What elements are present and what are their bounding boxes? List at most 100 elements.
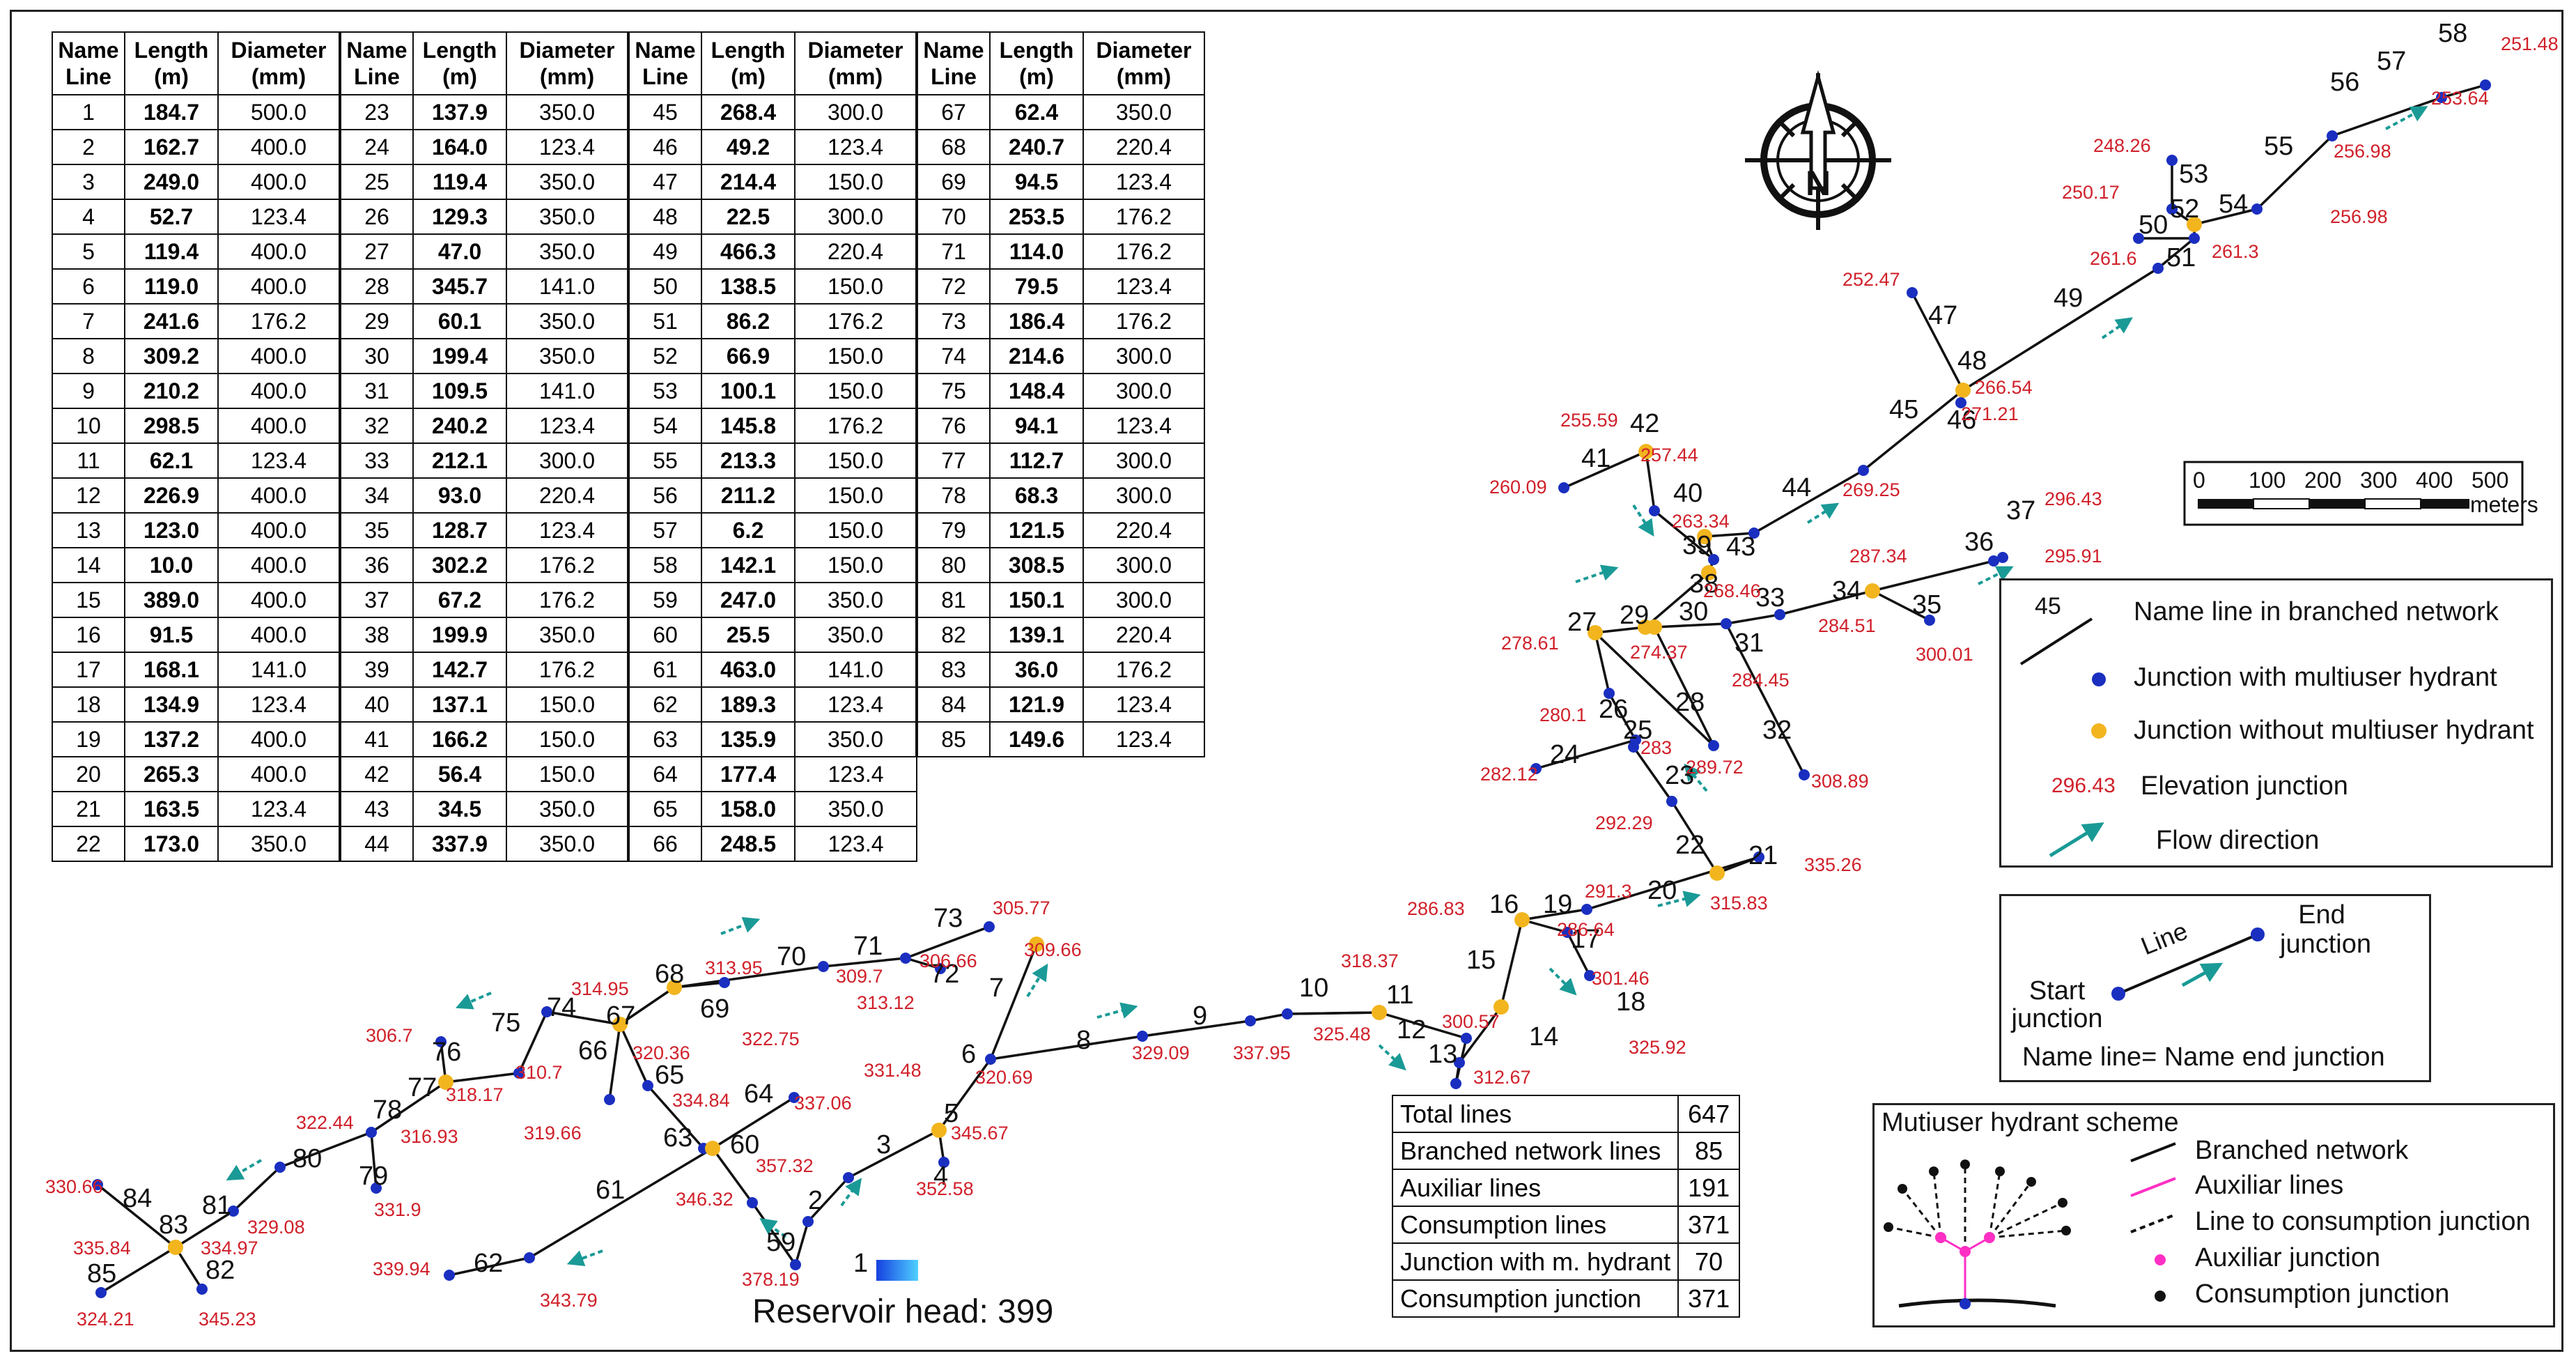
line-label: 33	[1755, 583, 1785, 613]
table-cell: 46	[627, 129, 702, 165]
elevation-label: 331.9	[374, 1199, 421, 1220]
flow-arrow	[1657, 891, 1701, 907]
reservoir-head-label: Reservoir head: 399	[752, 1293, 1054, 1330]
table-header-length: Length(m)	[989, 31, 1084, 95]
table-cell: 19	[52, 721, 125, 757]
line-label: 83	[159, 1210, 188, 1240]
table-cell: 213.3	[701, 442, 796, 479]
line-label: 6	[961, 1040, 976, 1069]
table-cell: 176.2	[1083, 652, 1205, 688]
table-cell: 67.2	[412, 582, 507, 618]
pipe-segment	[1653, 626, 1715, 746]
table-cell: 400.0	[217, 512, 341, 548]
table-cell: 21	[52, 791, 125, 827]
table-cell: 350.0	[506, 791, 629, 827]
table-cell: 100.1	[701, 373, 796, 409]
line-label: 34	[1832, 576, 1861, 606]
junction-with-hydrant	[371, 1183, 382, 1194]
table-cell: 55	[627, 442, 702, 479]
table-cell: 350.0	[506, 199, 629, 235]
elevation-label: 280.1	[1539, 704, 1587, 725]
table-cell: 350.0	[506, 233, 629, 270]
elevation-label: 357.32	[756, 1155, 814, 1176]
table-cell: 56	[627, 477, 702, 514]
elevation-label: 278.61	[1501, 633, 1559, 654]
table-cell: 163.5	[124, 791, 219, 827]
table-cell: 9	[52, 373, 125, 409]
table-cell: 141.0	[217, 652, 341, 688]
flow-arrow	[2385, 106, 2428, 130]
junction-with-hydrant	[984, 921, 995, 932]
pipe-segment	[1594, 632, 1611, 694]
elevation-label: 322.44	[296, 1112, 354, 1133]
table-cell: 123.4	[1083, 164, 1205, 200]
table-cell: 66.9	[701, 338, 796, 374]
elevation-label: 250.17	[2062, 182, 2120, 203]
line-label: 55	[2264, 132, 2293, 161]
flow-arrow	[566, 1249, 603, 1267]
table-cell: 137.1	[412, 686, 507, 723]
line-label: 8	[1076, 1026, 1091, 1055]
legend-sample-line: 45	[2035, 593, 2061, 619]
table-cell: 199.9	[412, 617, 507, 653]
table-cell: 32	[339, 408, 414, 444]
line-label: 73	[933, 904, 963, 933]
table-cell: 51	[627, 303, 702, 339]
junction-with-hydrant	[1988, 555, 1999, 567]
line-label: 80	[293, 1144, 322, 1173]
table-cell: 47.0	[412, 233, 507, 270]
table-cell: 300.0	[794, 94, 917, 130]
junction-without-hydrant	[1372, 1005, 1387, 1020]
line-label: 60	[730, 1130, 759, 1160]
table-cell: 57	[627, 512, 702, 548]
pipe-segment	[989, 944, 1038, 1060]
table-cell: 39	[339, 652, 414, 688]
line-label: 79	[359, 1162, 388, 1191]
elevation-label: 315.83	[1710, 893, 1768, 914]
junction-with-hydrant	[444, 1270, 455, 1281]
figure-frame	[10, 10, 2563, 1352]
pipe-segment	[905, 925, 990, 960]
table-cell: 123.4	[794, 686, 917, 723]
table-cell: 38	[339, 617, 414, 653]
elevation-label: 296.43	[2044, 488, 2102, 509]
table-cell: 176.2	[794, 408, 917, 444]
table-cell: 176.2	[1083, 303, 1205, 339]
elevation-label: 269.25	[1842, 479, 1900, 500]
table-cell: 220.4	[1083, 129, 1205, 165]
table-cell: 123.4	[506, 512, 629, 548]
elevation-label: 306.7	[366, 1025, 413, 1046]
line-label: 63	[663, 1123, 692, 1153]
legend-elevation: Elevation junction	[2141, 771, 2348, 801]
table-cell: 137.2	[124, 721, 219, 757]
line-label: 74	[547, 993, 576, 1022]
line-legend-rule: Name line= Name end junction	[2022, 1042, 2385, 1072]
table-cell: 150.0	[506, 756, 629, 792]
junction-without-hydrant	[1701, 565, 1716, 580]
line-label: 50	[2139, 210, 2168, 240]
pipe-segment	[449, 1256, 530, 1277]
line-label: 56	[2330, 68, 2359, 97]
scale-tick-label: 500	[2472, 468, 2508, 493]
table-cell: 70	[915, 199, 991, 235]
elevation-label: 343.79	[540, 1290, 598, 1311]
table-cell: 350.0	[794, 617, 917, 653]
elevation-label: 329.08	[247, 1217, 305, 1238]
junction-without-hydrant	[1493, 999, 1509, 1015]
table-cell: 123.0	[124, 512, 219, 548]
pipe-segment	[1704, 532, 1755, 538]
line-label: 26	[1599, 695, 1628, 724]
junction-with-hydrant	[1245, 1015, 1256, 1026]
line-label: 15	[1466, 946, 1496, 975]
pipe-segment	[232, 1166, 281, 1212]
table-cell: 400.0	[217, 338, 341, 374]
line-label: 75	[491, 1008, 520, 1038]
junction-with-hydrant	[900, 953, 911, 964]
table-cell: 123.4	[794, 129, 917, 165]
hydrant-scheme-box: Mutiuser hydrant scheme	[1872, 1103, 2555, 1327]
